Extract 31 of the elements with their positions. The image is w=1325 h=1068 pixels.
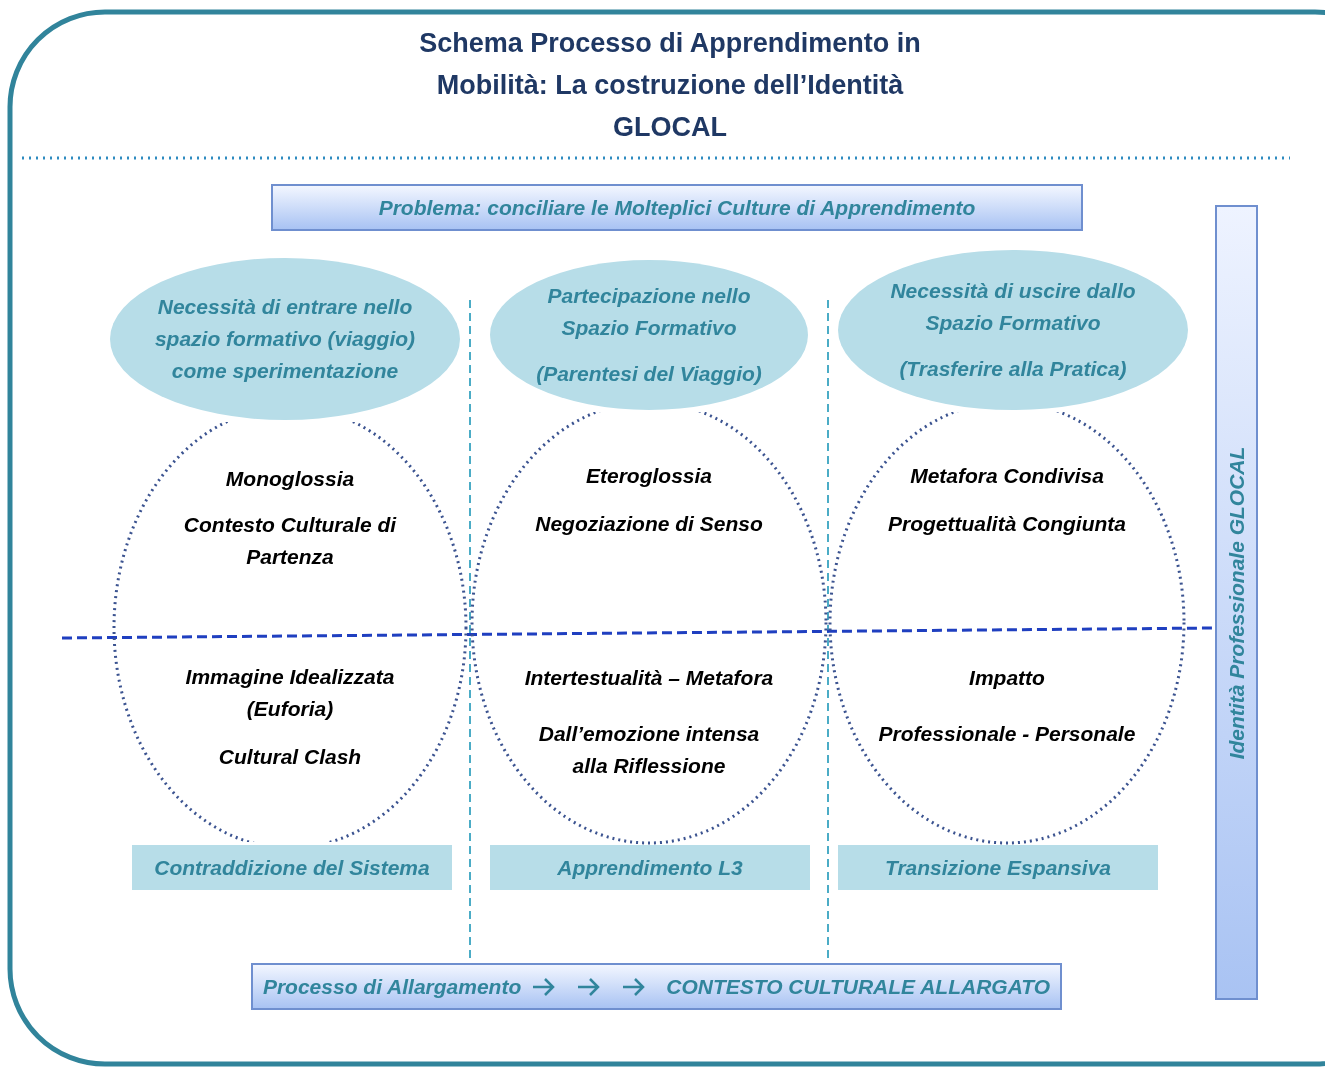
- oval-heading: [490, 260, 808, 410]
- oval-text: (Trasferire alla Pratica): [899, 356, 1127, 382]
- oval-heading: [838, 250, 1188, 410]
- bar-text: Problema: conciliare le Molteplici Culture di Apprendimento: [378, 195, 976, 220]
- vertical-text: Identità Professionale GLOCAL: [1224, 446, 1249, 759]
- oval-heading: [110, 258, 460, 420]
- bar-text: Processo di Allargamento: [262, 974, 522, 999]
- problem-bar: [271, 184, 1083, 231]
- phase-text: Cultural Clash: [217, 744, 363, 770]
- phase-text: Negoziazione di Senso: [534, 511, 764, 537]
- phase-bar: Transizione Espansiva: [838, 845, 1158, 890]
- phase-text: Professionale - Personale: [878, 721, 1136, 747]
- phase-text: Metafora Condivisa: [909, 463, 1105, 489]
- vertical-bar: [1215, 205, 1258, 1000]
- title: Schema Processo di Apprendimento in Mobilità: La costruzione dell’Identità GLOCAL: [418, 27, 922, 144]
- phase-text: Eteroglossia: [584, 463, 713, 489]
- phase-text: Monoglossia: [224, 466, 356, 492]
- phase-bar: Contraddizione del Sistema: [132, 845, 452, 890]
- bar-text: CONTESTO CULTURALE ALLARGATO: [666, 974, 1051, 999]
- oval-text: Necessità di entrare nello spazio formativo (viaggio) come sperimentazione: [153, 294, 417, 384]
- phase-text: Contesto Culturale di Partenza: [182, 512, 398, 570]
- phase-text: Intertestualità – Metafora: [523, 665, 775, 691]
- oval-text: (Parentesi del Viaggio): [536, 361, 762, 387]
- process-bar: [251, 963, 1062, 1010]
- phase-text: Immagine Idealizzata (Euforia): [184, 664, 396, 722]
- oval-text: Partecipazione nello Spazio Formativo: [546, 283, 752, 341]
- phase-text: Progettualità Congiunta: [887, 511, 1127, 537]
- oval-text: Necessità di uscire dallo Spazio Formativo: [889, 278, 1137, 336]
- phase-bar: Apprendimento L3: [490, 845, 810, 890]
- phase-text: Impatto: [968, 665, 1046, 691]
- phase-text: Dall’emozione intensa alla Riflessione: [537, 721, 761, 779]
